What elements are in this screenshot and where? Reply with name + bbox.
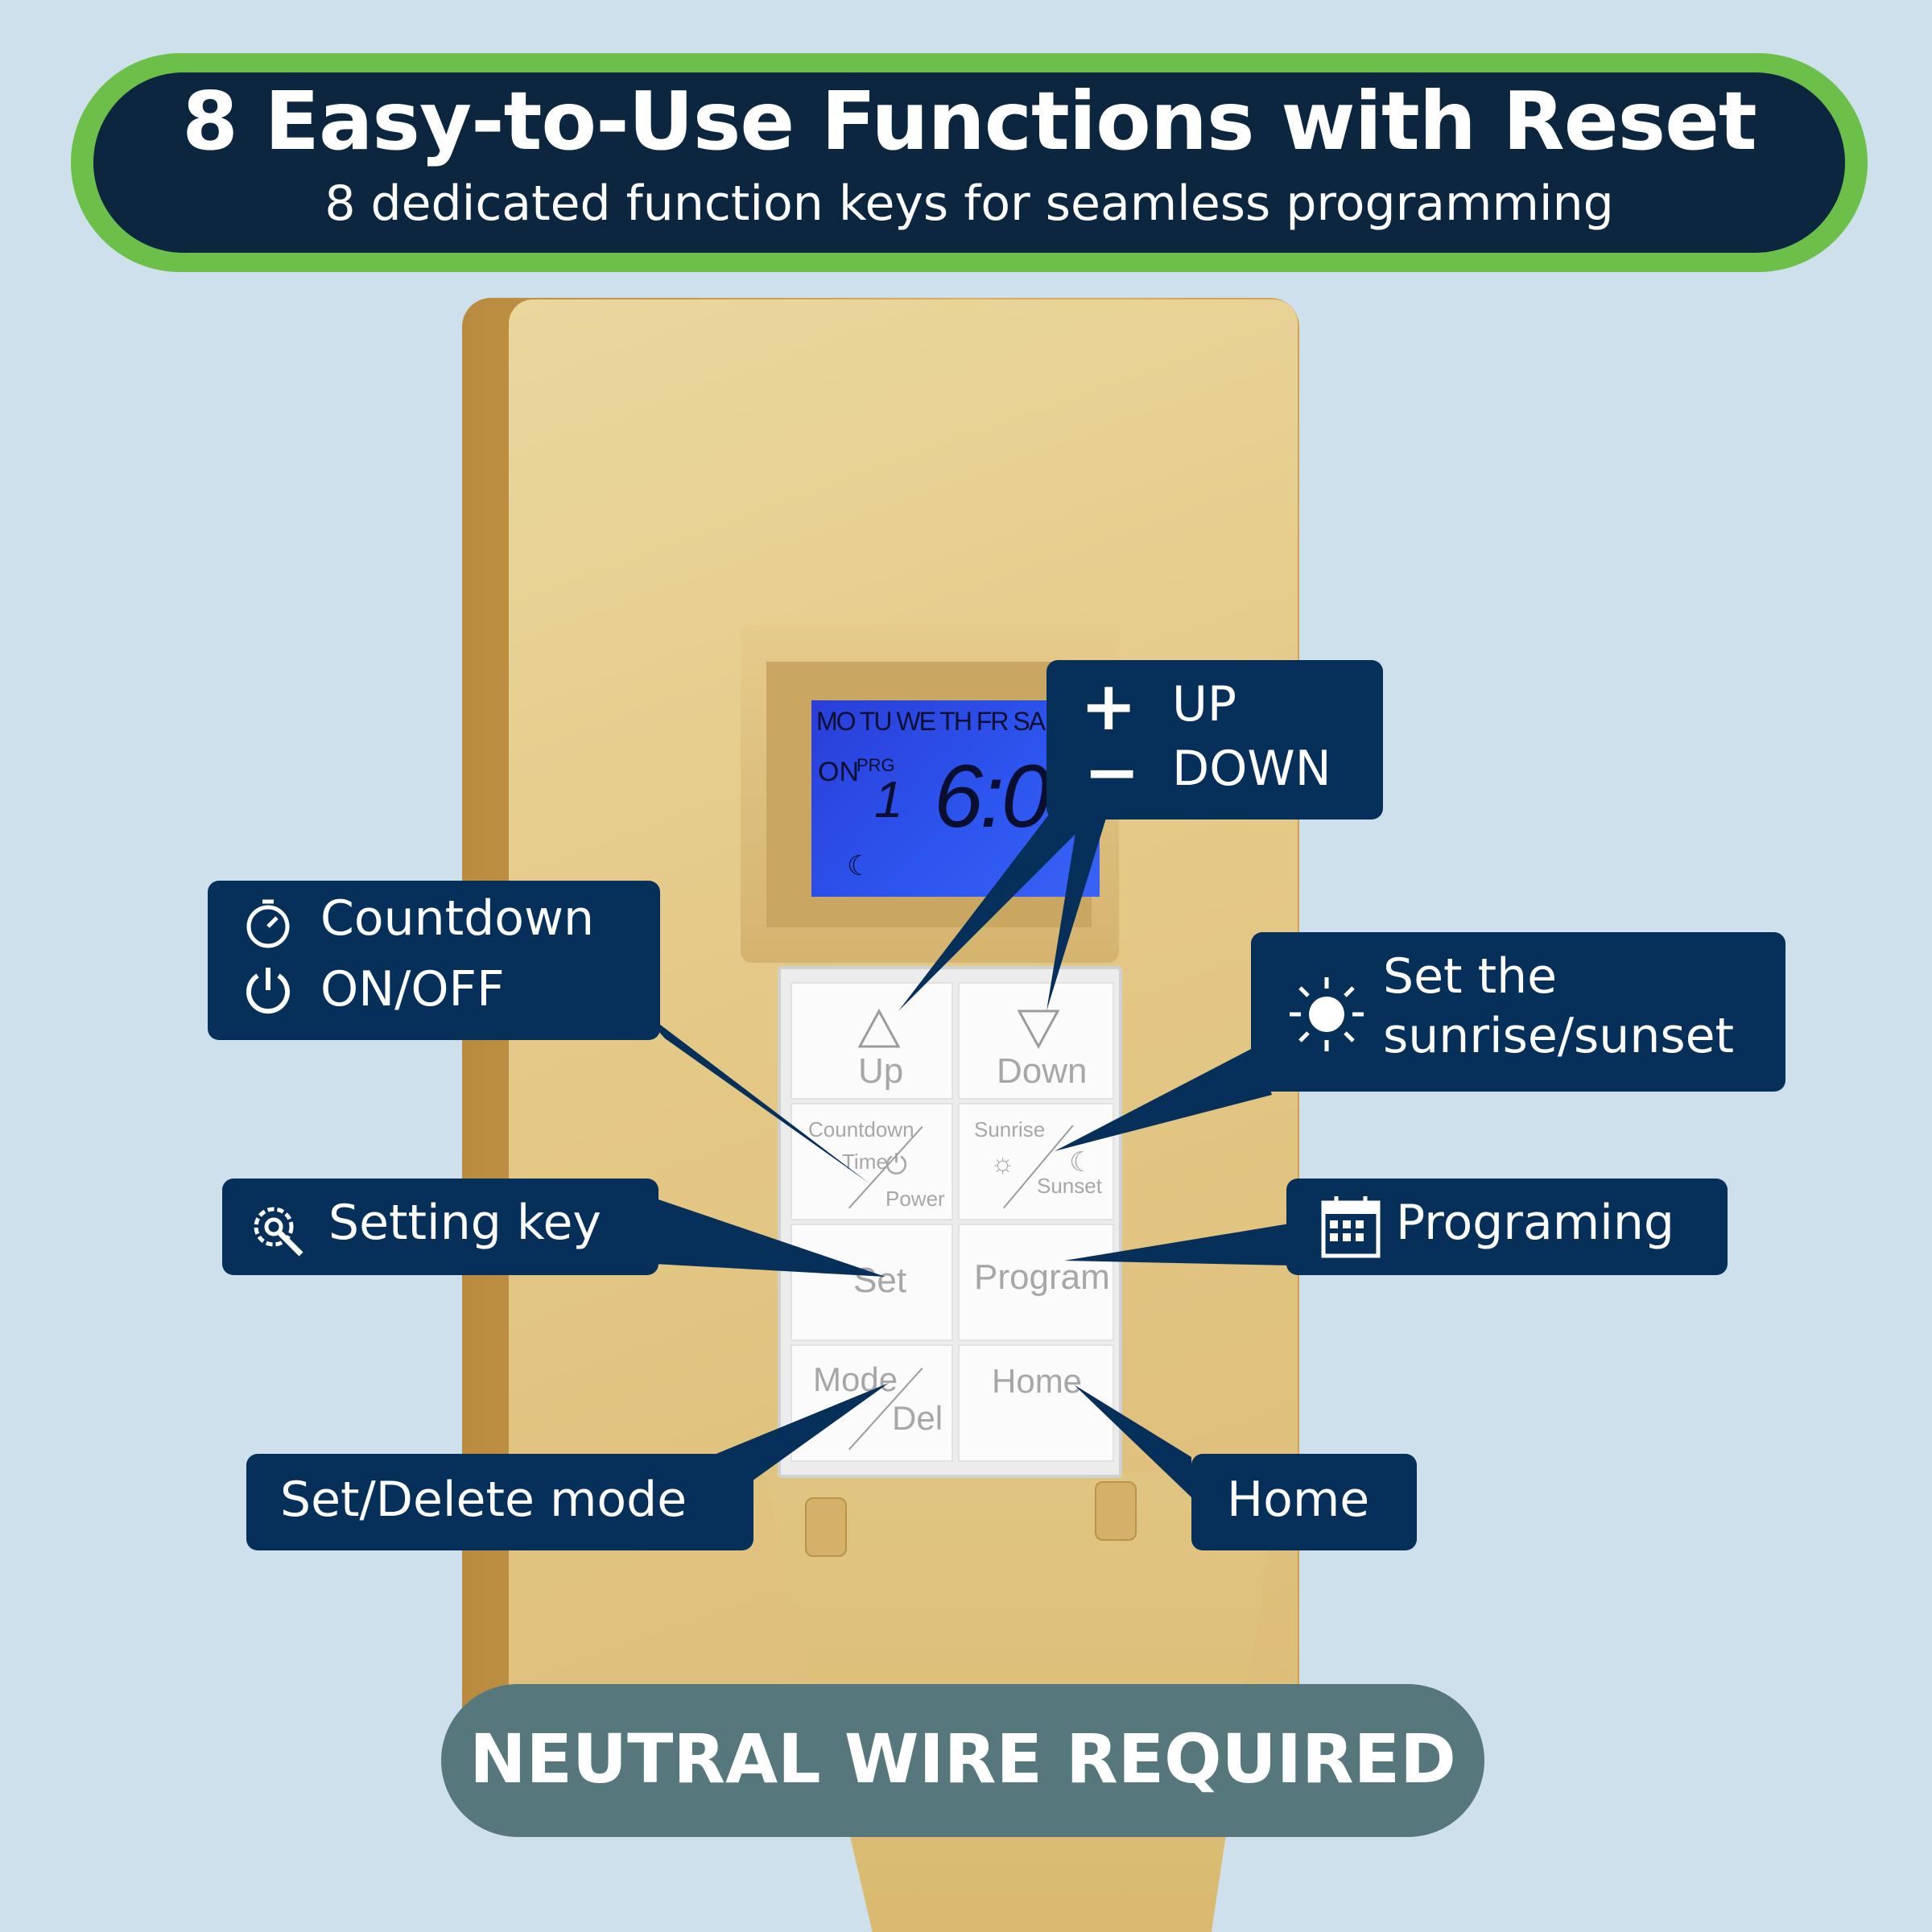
callout-countdown-label: Countdown — [320, 890, 595, 947]
sun-icon — [1290, 977, 1364, 1051]
callout-programing-label: Programing — [1396, 1195, 1674, 1251]
moon-icon: ☾ — [1069, 1147, 1094, 1178]
set-key-label: Set — [853, 1261, 907, 1300]
pointer-down — [1046, 813, 1108, 1011]
sunrise-sunset-key[interactable]: Sunrise ☼ ☾ Sunset — [958, 1103, 1114, 1220]
sun-icon: ☼ — [990, 1148, 1016, 1179]
header-banner — [93, 72, 1845, 253]
program-key[interactable]: Program — [958, 1224, 1114, 1341]
callout-setting-key: Setting key — [222, 1179, 658, 1275]
lcd-program-number: 1 — [874, 770, 903, 828]
up-key[interactable]: Up — [791, 982, 953, 1100]
stopwatch-icon — [246, 899, 290, 948]
callout-programing: Programing — [1286, 1179, 1728, 1275]
moon-icon: ☾ — [847, 850, 872, 882]
callout-countdown-onoff: Countdown ON/OFF — [208, 881, 660, 1040]
power-icon — [246, 968, 290, 1014]
callout-set-delete-mode: Set/Delete mode — [246, 1454, 753, 1550]
up-key-label: Up — [858, 1051, 904, 1091]
set-key[interactable]: Set — [791, 1224, 953, 1341]
lcd-on-indicator: ON — [818, 757, 859, 787]
down-key-label: Down — [997, 1051, 1088, 1091]
callout-home-label: Home — [1227, 1472, 1370, 1528]
lcd-prg-indicator: PRG — [857, 755, 895, 775]
home-key[interactable]: Home — [958, 1344, 1114, 1462]
settings-wrench-icon — [254, 1207, 303, 1257]
page-subtitle: 8 dedicated function keys for seamless p… — [324, 175, 1614, 232]
sunset-key-label: Sunset — [1037, 1174, 1102, 1198]
mode-del-key[interactable]: Mode Del — [791, 1344, 953, 1462]
callout-sun-line2: sunrise/sunset — [1383, 1008, 1735, 1064]
callout-sunrise-sunset: Set the sunrise/sunset — [1251, 932, 1785, 1092]
lcd-weekdays: MO TU WE TH FR SA — [816, 707, 1046, 736]
callout-setting-label: Setting key — [328, 1195, 601, 1251]
del-key-label: Del — [892, 1399, 943, 1437]
pointer-setdelete — [708, 1383, 889, 1489]
power-key-label: Power — [886, 1187, 945, 1211]
hinge-right — [1095, 1481, 1137, 1541]
down-key[interactable]: Down — [958, 982, 1114, 1100]
countdown-power-key[interactable]: Countdown Time ⏻ Power — [791, 1103, 953, 1220]
up-arrow-icon — [857, 1008, 901, 1048]
pointer-up — [898, 805, 1104, 1011]
page-title: 8 Easy-to-Use Functions with Reset — [182, 74, 1757, 168]
home-key-label: Home — [992, 1362, 1083, 1400]
hinge-left — [805, 1497, 847, 1557]
mode-key-label: Mode — [813, 1360, 898, 1398]
down-arrow-icon — [1017, 1009, 1060, 1050]
footer-banner — [441, 1684, 1484, 1837]
time-key-label: Time — [842, 1150, 888, 1174]
pointer-setting — [654, 1198, 886, 1277]
callout-down-label: DOWN — [1172, 741, 1331, 797]
plus-icon: + — [1080, 667, 1137, 745]
footer-text: NEUTRAL WIRE REQUIRED — [469, 1719, 1456, 1798]
pointer-programing — [1064, 1224, 1290, 1265]
countdown-key-label: Countdown — [808, 1117, 914, 1141]
calendar-icon — [1321, 1196, 1381, 1258]
program-key-label: Program — [974, 1257, 1110, 1297]
sunrise-key-label: Sunrise — [974, 1117, 1046, 1141]
pointer-countdown — [636, 1006, 869, 1183]
callout-up-label: UP — [1172, 676, 1237, 733]
callout-up-down: + UP − DOWN — [1046, 660, 1383, 819]
callout-onoff-label: ON/OFF — [320, 961, 505, 1018]
callout-home: Home — [1191, 1454, 1417, 1550]
pointer-home — [1074, 1385, 1191, 1497]
minus-icon: − — [1084, 733, 1141, 811]
callout-setdelete-label: Set/Delete mode — [280, 1472, 687, 1528]
pointer-sunrise — [1055, 1046, 1272, 1151]
callout-sun-line1: Set the — [1383, 948, 1558, 1005]
